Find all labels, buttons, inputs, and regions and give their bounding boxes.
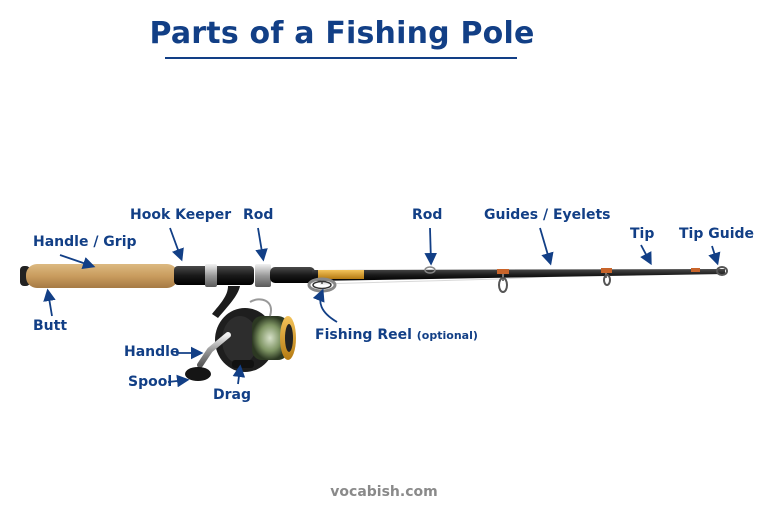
footer-credit: vocabish.com <box>0 484 768 500</box>
label-fishing-reel: Fishing Reel (optional) <box>315 327 478 343</box>
cork-handle <box>26 264 178 288</box>
rod-blank <box>312 269 725 281</box>
reel-seat-ring <box>255 264 271 287</box>
label-tip: Tip <box>630 226 654 242</box>
fishing-reel-text: Fishing Reel <box>315 327 412 343</box>
label-butt: Butt <box>33 318 67 334</box>
spinning-reel <box>185 286 296 381</box>
hook-keeper-ring <box>205 264 217 287</box>
label-rod-right: Rod <box>412 207 442 223</box>
label-handle-grip: Handle / Grip <box>33 234 137 250</box>
guide-2 <box>601 268 612 285</box>
label-drag: Drag <box>213 387 251 403</box>
label-handle: Handle <box>124 344 179 360</box>
stripping-guide <box>309 279 335 291</box>
label-hook-keeper: Hook Keeper <box>130 207 231 223</box>
label-rod-left: Rod <box>243 207 273 223</box>
fore-grip <box>270 267 315 283</box>
label-guides-eyelets: Guides / Eyelets <box>484 207 610 223</box>
fishing-reel-optional-note: (optional) <box>417 329 478 342</box>
guide-1 <box>497 269 509 292</box>
label-spool: Spool <box>128 374 172 390</box>
label-tip-guide: Tip Guide <box>679 226 754 242</box>
callout-arrows <box>48 228 717 384</box>
